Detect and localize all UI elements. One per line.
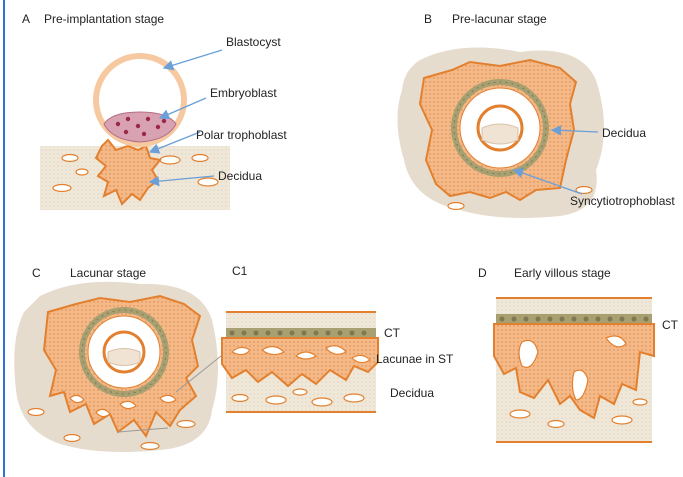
blastocyst-label: Blastocyst [226, 35, 281, 49]
panel-a-decidua-label: Decidua [218, 169, 262, 183]
panel-c-graphic [14, 282, 226, 452]
panel-c1-decidua-label: Decidua [390, 386, 434, 400]
panel-c1-graphic [222, 312, 378, 412]
embryoblast-label: Embryoblast [210, 86, 277, 100]
panel-c1-letter: C1 [232, 264, 247, 278]
panel-b-letter: B [424, 12, 432, 26]
panel-b-graphic [397, 48, 604, 219]
panel-d-ct-label: CT [662, 318, 678, 332]
panel-b-title: Pre-lacunar stage [452, 12, 547, 26]
panel-d-letter: D [478, 266, 487, 280]
panel-c-letter: C [32, 266, 41, 280]
panel-d-title: Early villous stage [514, 266, 611, 280]
polar-trophoblast-label: Polar trophoblast [196, 128, 287, 142]
panel-a-letter: A [22, 12, 30, 26]
panel-c-title: Lacunar stage [70, 266, 146, 280]
panel-b-decidua-label: Decidua [602, 126, 646, 140]
panel-b-embryo-disc [482, 124, 518, 144]
syncytiotrophoblast-label: Syncytiotrophoblast [570, 194, 675, 208]
panel-d-graphic [494, 298, 654, 442]
lacunae-label: Lacunae in ST [376, 352, 453, 366]
panel-c1-ct-label: CT [384, 326, 400, 340]
panel-a-title: Pre-implantation stage [44, 12, 164, 26]
